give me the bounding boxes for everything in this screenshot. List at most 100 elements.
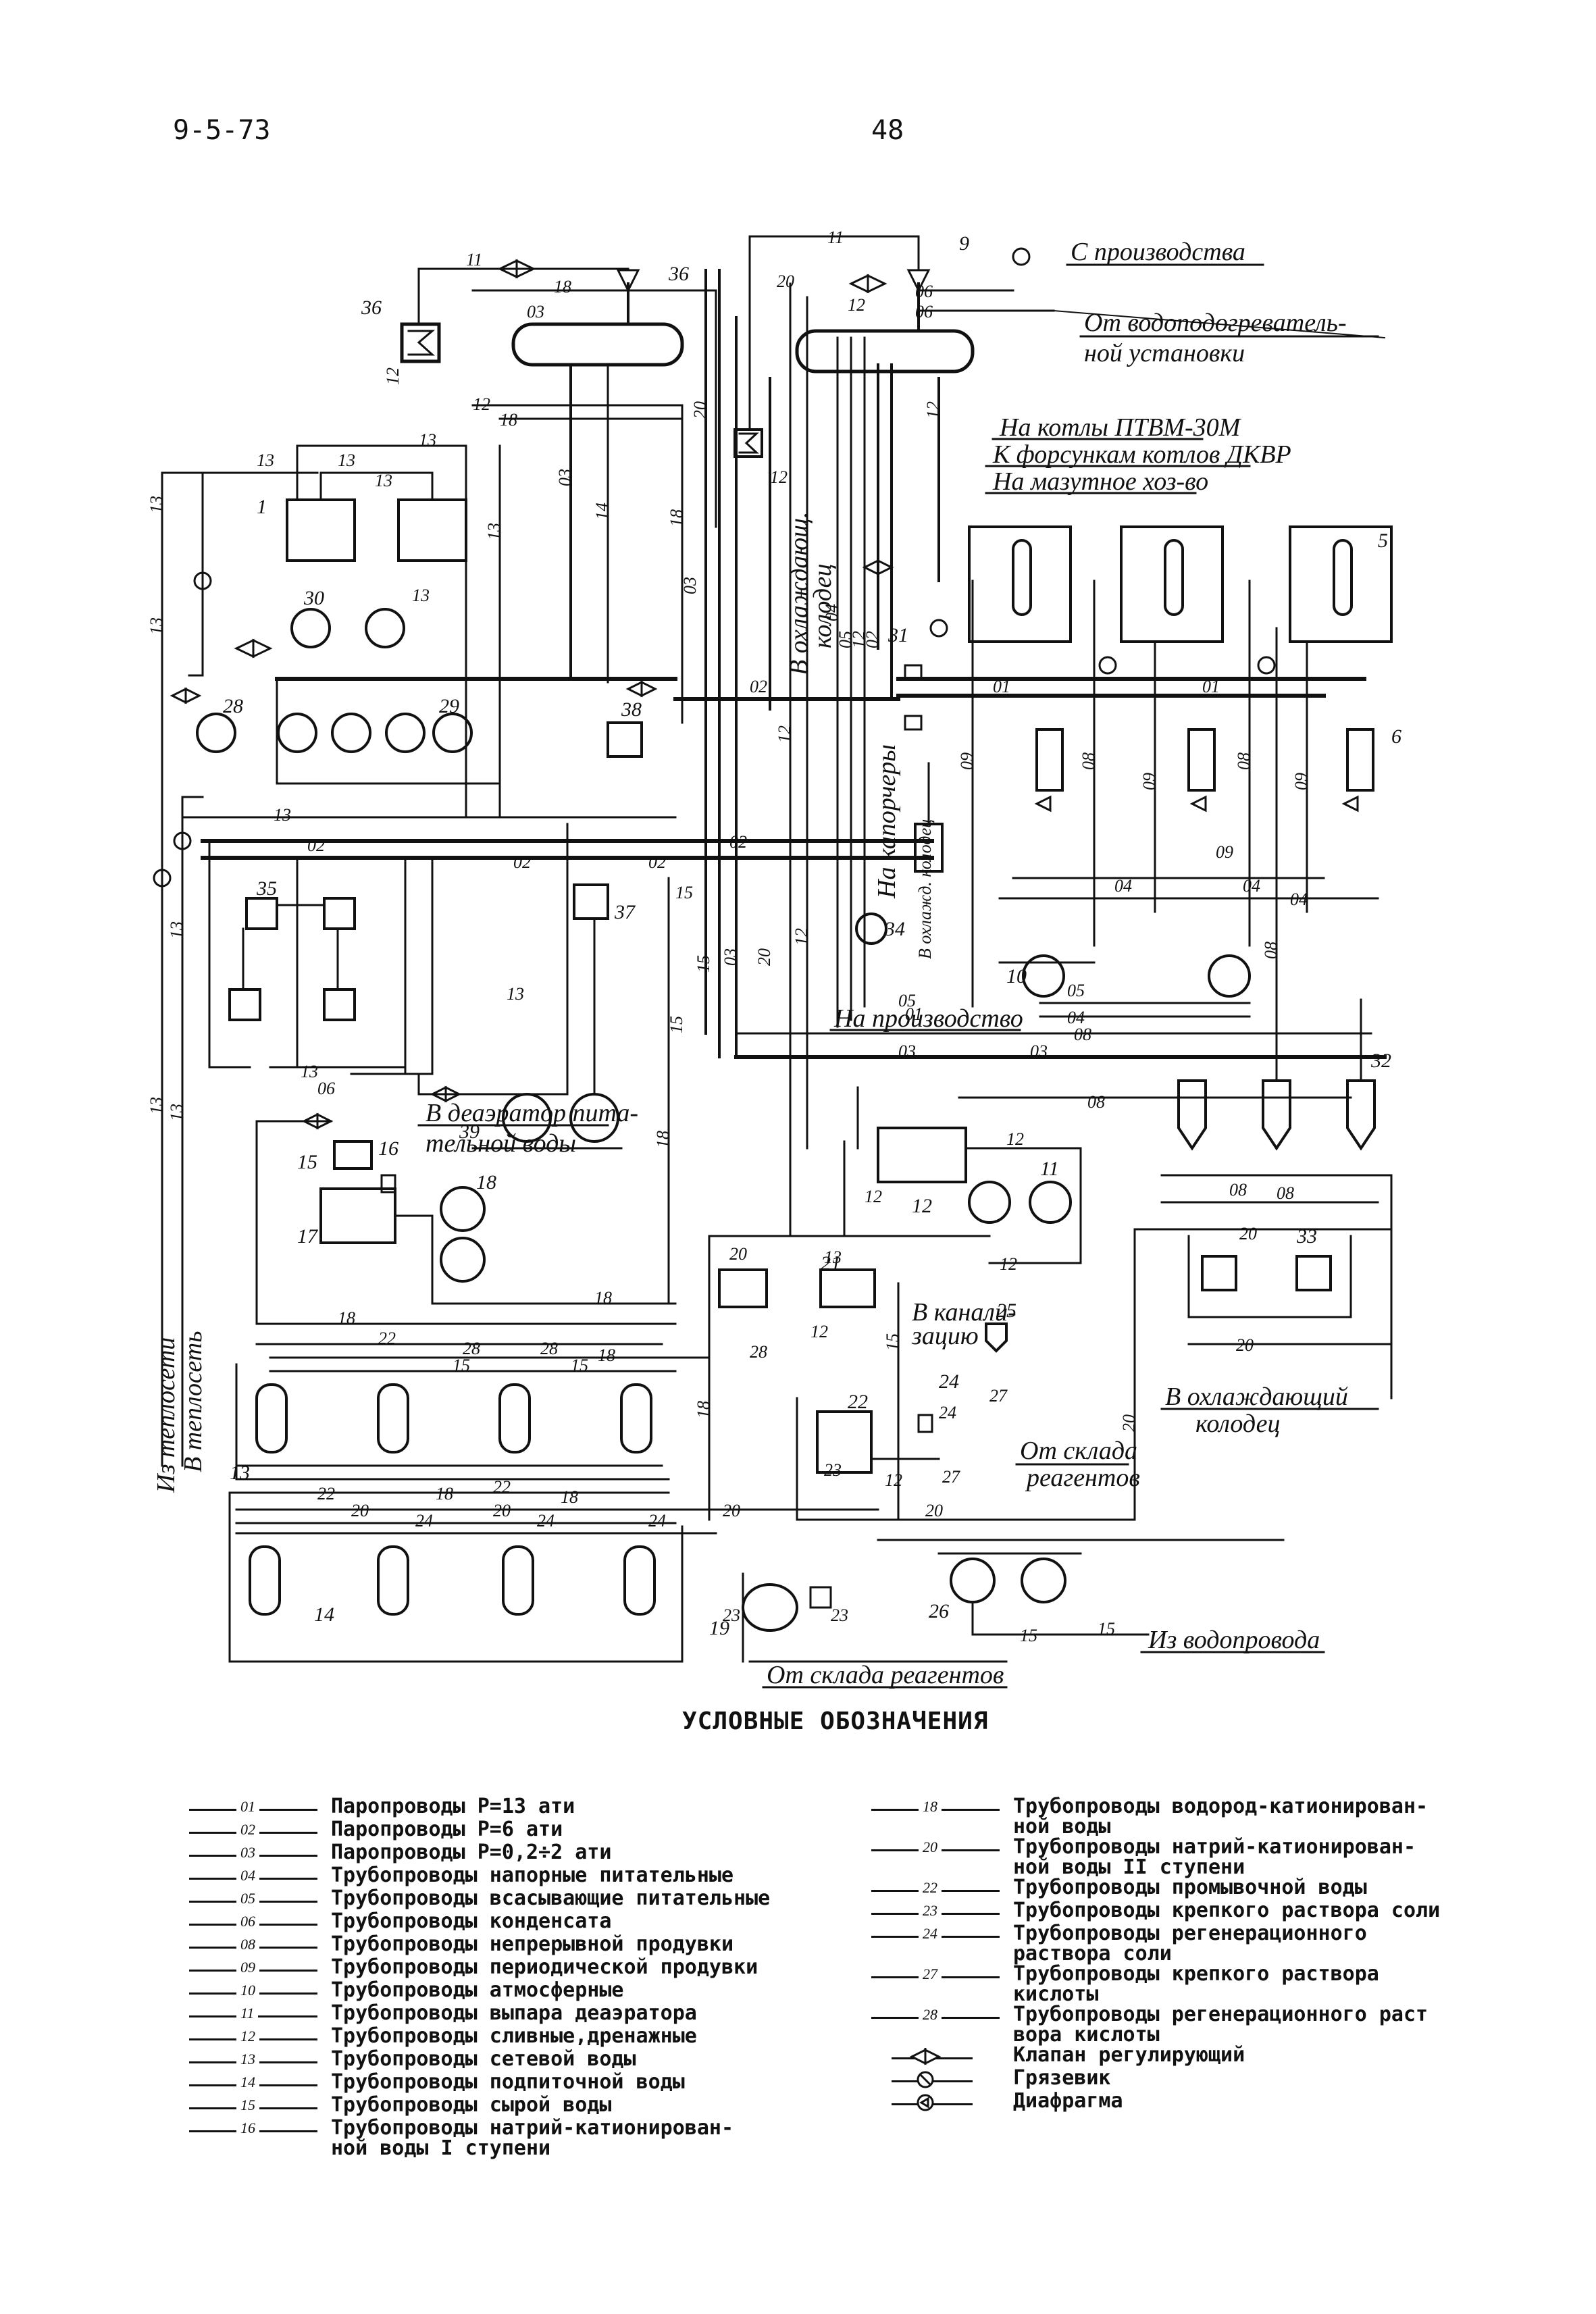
legend-item-diaphragm: Диафрагма — [865, 2091, 1472, 2114]
label-21: 21 — [821, 1252, 841, 1275]
legend-text: Трубопроводы сетевой воды — [331, 2047, 636, 2071]
legend-text: Паропроводы Р=13 ати — [331, 1795, 575, 1818]
svg-text:13: 13 — [147, 496, 166, 513]
legend-code: 13 — [236, 2051, 259, 2068]
label-to-heat-network: В теплосеть — [179, 1331, 207, 1472]
svg-text:03: 03 — [527, 302, 544, 322]
legend-code: 16 — [236, 2119, 259, 2137]
legend-text: Диафрагма — [1013, 2089, 1123, 2113]
legend-text-line1: Трубопроводы регенерационного — [1013, 1922, 1367, 1945]
svg-text:09: 09 — [1291, 773, 1311, 790]
label-9: 9 — [959, 232, 969, 255]
legend-code: 11 — [236, 2005, 259, 2022]
svg-text:24: 24 — [537, 1511, 555, 1531]
svg-text:08: 08 — [1229, 1180, 1247, 1200]
legend-code: 03 — [236, 1844, 259, 1861]
svg-text:18: 18 — [554, 277, 571, 297]
legend-text-line2: ной воды I ступени — [331, 2136, 551, 2160]
legend-text: Трубопроводы промывочной воды — [1013, 1876, 1367, 1899]
h-cation-filters — [255, 1383, 652, 1454]
legend-code: 18 — [919, 1798, 942, 1816]
svg-text:04: 04 — [1243, 876, 1260, 896]
svg-text:12: 12 — [849, 631, 869, 648]
label-to-sewer-2: зацию — [911, 1322, 979, 1350]
svg-text:04: 04 — [1114, 876, 1132, 896]
svg-text:13: 13 — [338, 451, 355, 470]
svg-text:13: 13 — [419, 430, 436, 450]
valve-icon — [909, 2048, 942, 2065]
page-number: 48 — [871, 115, 904, 146]
label-29: 29 — [439, 695, 459, 717]
svg-text:13: 13 — [274, 805, 291, 825]
legend-code: 06 — [236, 1913, 259, 1930]
svg-text:08: 08 — [1087, 1092, 1105, 1112]
svg-text:03: 03 — [898, 1042, 916, 1061]
svg-text:08: 08 — [1079, 752, 1098, 770]
svg-text:15: 15 — [571, 1356, 588, 1375]
legend-item-strainer: Грязевик — [865, 2068, 1472, 2091]
label-1: 1 — [257, 496, 267, 518]
svg-text:20: 20 — [1239, 1224, 1257, 1243]
svg-text:20: 20 — [777, 272, 794, 291]
label-to-deaerator-2: тельной воды — [426, 1129, 576, 1158]
legend-code: 28 — [919, 2006, 942, 2024]
svg-text:24: 24 — [648, 1511, 666, 1531]
svg-text:22: 22 — [378, 1329, 396, 1348]
legend-code: 27 — [919, 1965, 942, 1983]
svg-text:20: 20 — [351, 1501, 369, 1520]
legend-code: 15 — [236, 2097, 259, 2114]
label-from-reagent-store-1: От склада — [1020, 1437, 1137, 1465]
label-22: 22 — [848, 1391, 868, 1413]
blowdown-separators — [1035, 728, 1374, 792]
legend-text-line2: вора кислоты — [1013, 2023, 1160, 2047]
label-from-heater-2: ной установки — [1084, 339, 1245, 367]
legend-text: Трубопроводы водород-катионирован-ной во… — [1013, 1797, 1428, 1837]
svg-text:15: 15 — [883, 1333, 902, 1351]
svg-text:20: 20 — [925, 1501, 943, 1520]
label-from-heater-1: От водоподогреватель- — [1084, 309, 1347, 337]
svg-text:18: 18 — [667, 509, 686, 527]
legend-item-valve: Клапан регулирующий — [865, 2045, 1472, 2068]
legend-text: Паропроводы Р=6 ати — [331, 1818, 563, 1841]
diaphragm-icon — [917, 2094, 934, 2111]
svg-text:24: 24 — [939, 1403, 956, 1422]
legend-code: 05 — [236, 1890, 259, 1907]
svg-text:12: 12 — [473, 394, 490, 414]
svg-text:28: 28 — [750, 1342, 767, 1362]
label-cooling-well-right-2: колодец — [1195, 1410, 1280, 1438]
document-code: 9-5-73 — [173, 115, 271, 146]
legend-text: Трубопроводы сырой воды — [331, 2093, 612, 2117]
label-34: 34 — [884, 918, 905, 940]
svg-text:20: 20 — [754, 948, 774, 966]
label-to-production: На производство — [833, 1004, 1023, 1033]
svg-text:20: 20 — [1119, 1414, 1139, 1432]
label-to-cooling-well-small: В охлажд. колодец — [915, 819, 935, 959]
svg-text:27: 27 — [942, 1467, 960, 1487]
label-cooling-well-2: колодец — [808, 564, 837, 648]
svg-text:03: 03 — [555, 469, 575, 486]
label-from-water-supply: Из водопровода — [1148, 1626, 1320, 1654]
svg-text:09: 09 — [1139, 773, 1159, 790]
svg-text:12: 12 — [810, 1322, 828, 1341]
label-from-reagent-store-bottom: От склада реагентов — [767, 1661, 1004, 1689]
svg-text:06: 06 — [317, 1079, 335, 1098]
legend-text: Грязевик — [1013, 2066, 1111, 2090]
legend-code: 12 — [236, 2028, 259, 2045]
legend-code: 08 — [236, 1936, 259, 1953]
legend-text-line1: Трубопроводы регенерационного раст — [1013, 2003, 1428, 2026]
svg-text:13: 13 — [412, 586, 430, 605]
label-to-deaerator-1: В деаэратор пита- — [426, 1099, 638, 1127]
svg-text:02: 02 — [648, 852, 666, 872]
svg-text:03: 03 — [721, 948, 740, 966]
legend-title: УСЛОВНЫЕ ОБОЗНАЧЕНИЯ — [682, 1707, 989, 1735]
svg-text:08: 08 — [1074, 1025, 1091, 1044]
network-pumps — [196, 608, 473, 753]
blowdown-expanders-32 — [1177, 1079, 1376, 1151]
